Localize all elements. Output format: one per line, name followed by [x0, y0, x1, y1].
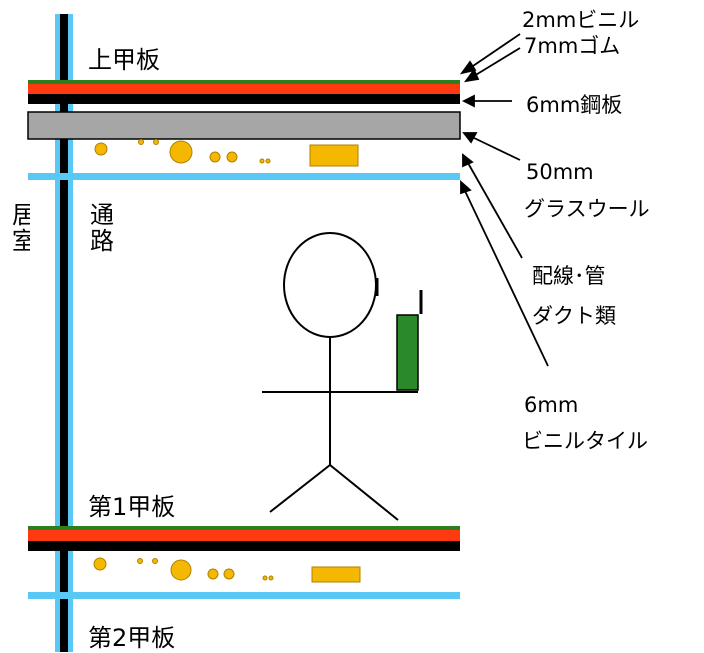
arrow-rubber [473, 47, 521, 77]
arrow-glasswool [471, 136, 521, 161]
pipe [93, 557, 107, 571]
duct [309, 144, 359, 167]
upper-ceiling-line [28, 173, 460, 180]
duct [311, 566, 361, 583]
pipe [169, 140, 193, 164]
corridor-label: 通路 [90, 201, 114, 255]
pipe [209, 151, 221, 163]
person-figure [262, 232, 418, 521]
pipe [137, 558, 143, 564]
first-rubber-layer [28, 530, 460, 541]
lower-pipes-ducts [93, 557, 361, 583]
tile-thickness-label: 6mm [524, 393, 579, 417]
lower-ceiling-line [28, 592, 460, 599]
upper-rubber-layer [28, 84, 460, 94]
glasswool-label: グラスウール [524, 197, 650, 221]
arrow-ducts [467, 162, 523, 259]
annotation-arrows [459, 33, 549, 367]
rubber-7mm-label: 7mmゴム [524, 34, 621, 58]
pipe [226, 151, 238, 163]
bulkhead-wall-core [60, 14, 68, 652]
cabin-label: 居室 [12, 202, 30, 254]
pipe [152, 558, 158, 564]
phone-icon [396, 314, 419, 391]
person-leg-right [329, 464, 399, 521]
ducts-label: ダクト類 [532, 304, 616, 328]
upper-deck-label: 上甲板 [88, 46, 160, 74]
first-deck-label: 第1甲板 [88, 493, 176, 521]
pipe [94, 142, 108, 156]
pipe [223, 568, 235, 580]
steel-6mm-label: 6mm鋼板 [526, 93, 623, 117]
pipe [153, 139, 159, 145]
pipe [207, 568, 219, 580]
vinyl-2mm-label: 2mmビニル [522, 8, 640, 32]
pipe [262, 575, 268, 581]
glasswool-thickness-label: 50mm [526, 160, 594, 184]
pipe [170, 559, 192, 581]
pipe [265, 158, 271, 164]
first-steel-layer [28, 541, 460, 551]
person-leg-left [269, 464, 331, 513]
vinyl-tile-label: ビニルタイル [522, 429, 648, 453]
person-head [283, 232, 377, 338]
first-vinyl-layer [28, 526, 460, 530]
pipe [268, 575, 274, 581]
pipe [138, 139, 144, 145]
second-deck-label: 第2甲板 [88, 624, 176, 652]
upper-pipes-ducts [94, 139, 359, 167]
upper-steel-layer [28, 94, 460, 104]
arrow-tile [464, 190, 549, 367]
wiring-pipes-label: 配線･管 [532, 264, 606, 288]
upper-glasswool-layer [27, 111, 461, 140]
upper-vinyl-layer [28, 80, 460, 84]
pipe [259, 158, 265, 164]
arrow-vinyl [469, 33, 521, 69]
